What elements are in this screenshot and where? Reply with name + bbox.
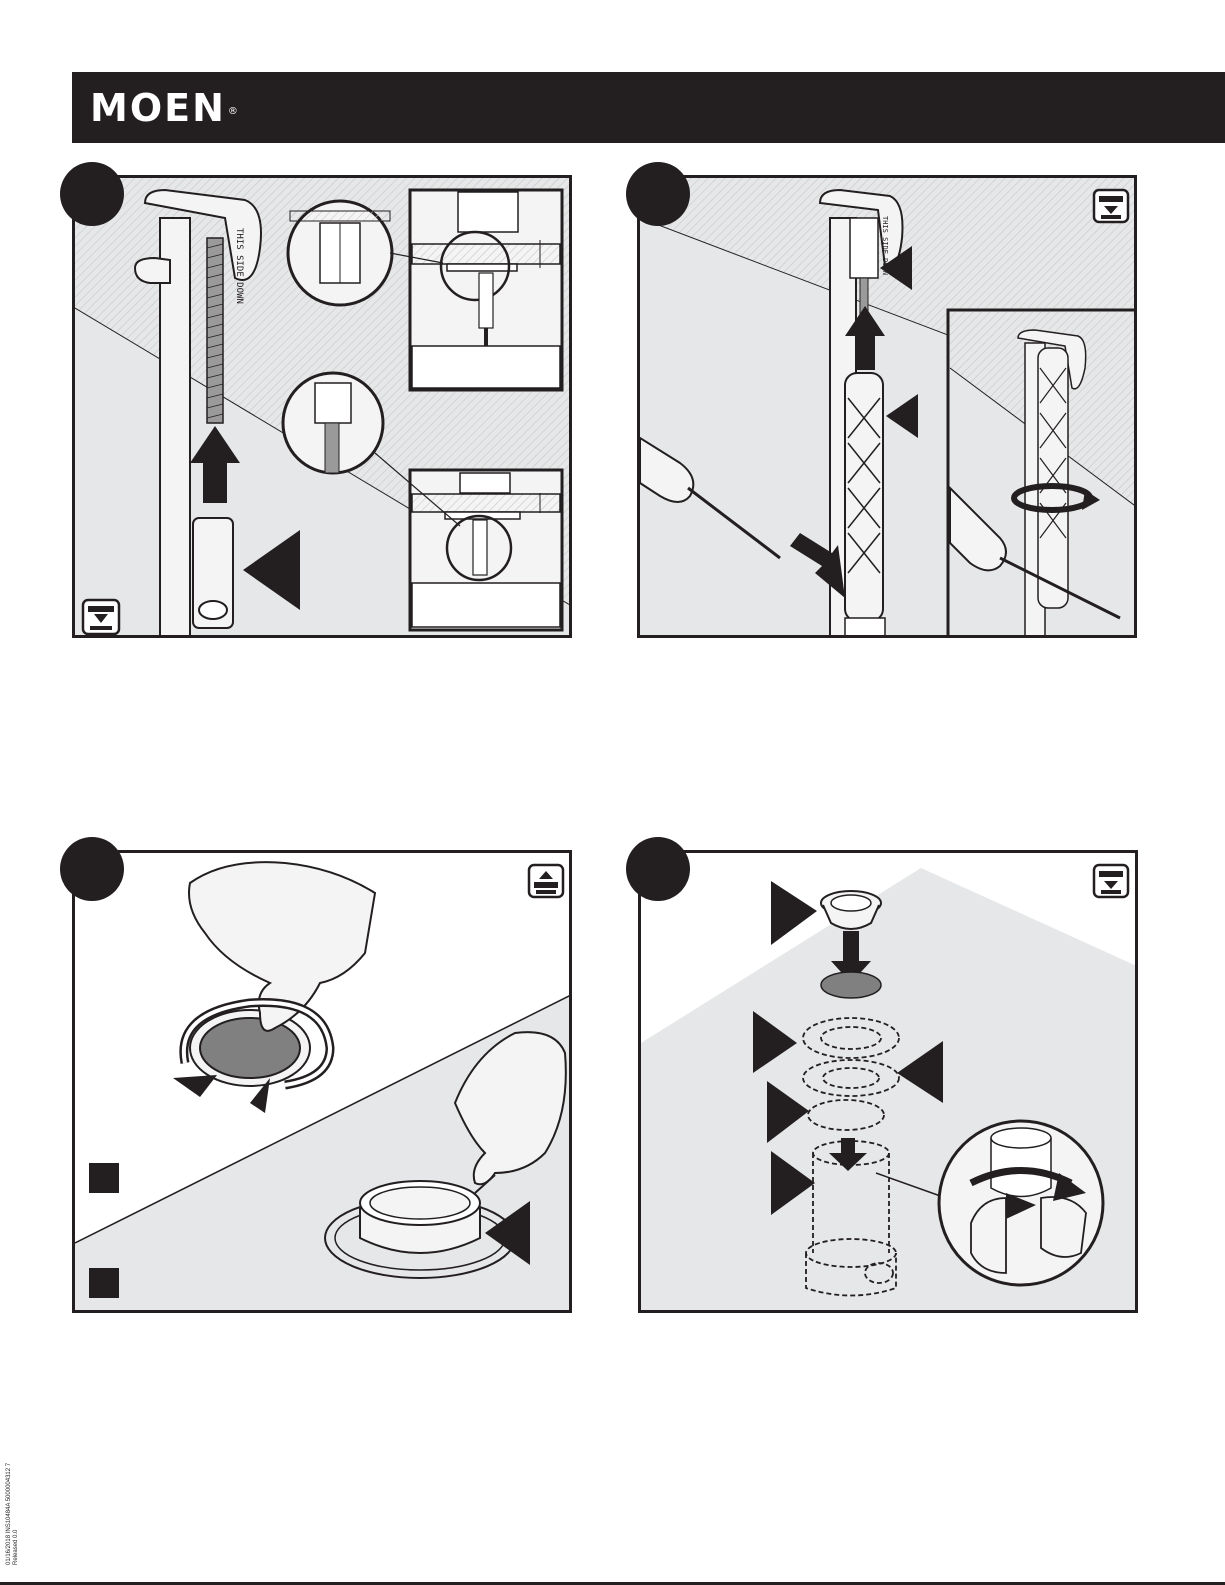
- step-badge-2: [626, 162, 690, 226]
- document-code-note: 01/16/2018 INS10484A 5000004312 7 Releas…: [6, 1465, 20, 1565]
- moen-logo: MOEN®: [90, 86, 240, 130]
- below-deck-icon: [83, 600, 119, 634]
- step-marker-a: [89, 1163, 119, 1193]
- panel-step-1: THIS SIDE DOWN: [72, 175, 572, 638]
- step-marker-b: [89, 1268, 119, 1298]
- trademark-mark: ®: [228, 106, 240, 117]
- brand-name: MOEN: [90, 86, 226, 130]
- below-deck-icon: [1094, 190, 1128, 222]
- document-code: 01/16/2018 INS10484A 5000004312 7: [6, 1463, 13, 1565]
- above-deck-icon: [529, 865, 563, 897]
- panel1-bracket-label: THIS SIDE DOWN: [234, 228, 244, 304]
- panel-step-3: [72, 850, 572, 1313]
- step-badge-3: [60, 837, 124, 901]
- step-badge-4: [626, 837, 690, 901]
- below-deck-icon: [1094, 865, 1128, 897]
- step-badge-1: [60, 162, 124, 226]
- release-note: Released 0.0: [13, 1463, 20, 1565]
- panel-step-2: THIS SIDE DOWN: [637, 175, 1137, 638]
- panel-step-4: [638, 850, 1138, 1313]
- brand-header: MOEN®: [72, 72, 1225, 143]
